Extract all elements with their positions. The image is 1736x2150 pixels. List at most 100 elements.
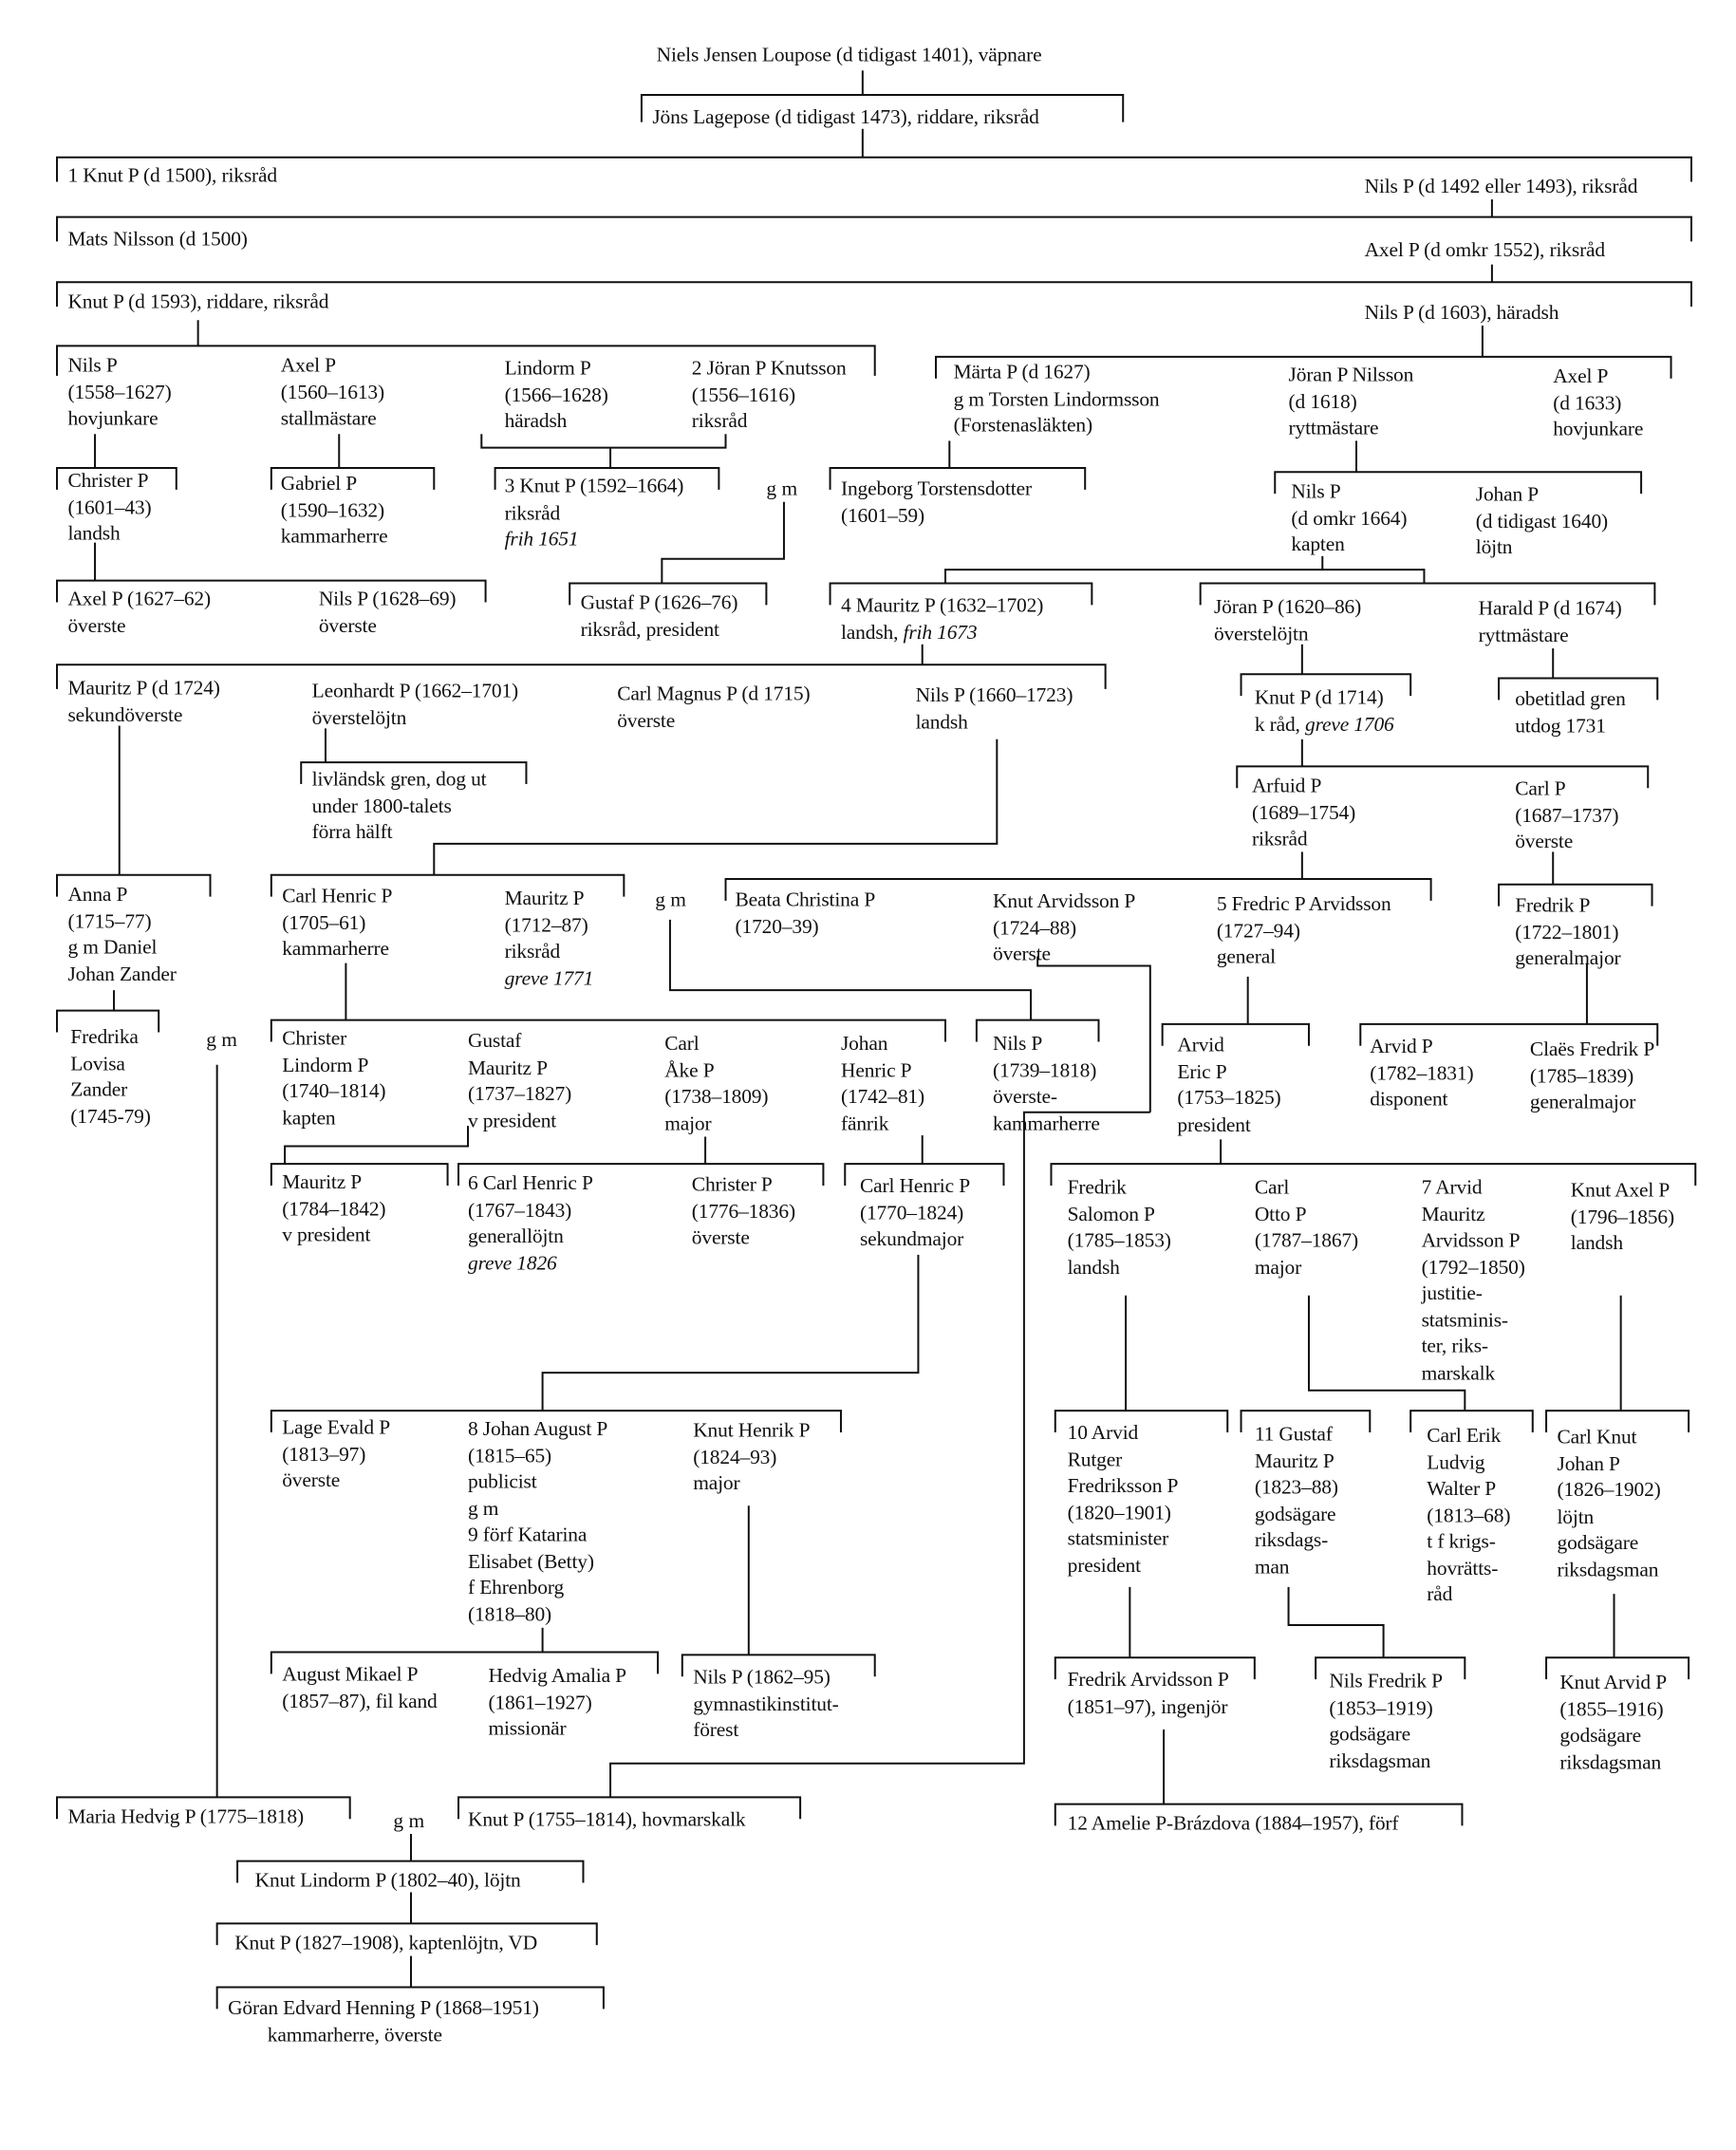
person-entry: Fredrik Arvidsson P (1851–97), ingenjör: [1068, 1669, 1229, 1722]
person-text: Knut P (1827–1908), kaptenlöjtn, VD: [234, 1933, 538, 1955]
person-entry: Nils P (d 1492 eller 1493), riksråd: [1365, 175, 1638, 201]
person-text: Arfuid P (1689–1754) riksråd: [1251, 776, 1356, 851]
descent-line: [944, 555, 1324, 584]
person-text: Anna P (1715–77) g m Daniel Johan Zander: [67, 884, 177, 986]
person-entry: Nils P (1660–1723) landsh: [916, 683, 1073, 737]
sibling-bracket: [1274, 471, 1643, 495]
person-text: Gustaf Mauritz P (1737–1827) v president: [468, 1031, 572, 1132]
sibling-bracket: [681, 1654, 876, 1677]
person-entry: Carl Erik Ludvig Walter P (1813–68) t f …: [1427, 1424, 1510, 1609]
person-text: Fredrik Salomon P (1785–1853) landsh: [1067, 1177, 1171, 1279]
person-text: Leonhardt P (1662–1701) överstelöjtn: [311, 681, 519, 730]
sibling-bracket: [844, 1163, 1005, 1186]
person-text: 1 Knut P (d 1500), riksråd: [67, 165, 278, 188]
person-text: Carl Åke P (1738–1809) major: [664, 1033, 769, 1135]
person-text: Nils P (d omkr 1664) kapten: [1291, 481, 1408, 556]
person-entry: Nils P (d 1603), häradsh: [1365, 301, 1559, 327]
sibling-bracket: [640, 94, 1125, 122]
title-note: greve 1706: [1304, 714, 1394, 737]
sibling-bracket: [1054, 1410, 1229, 1433]
person-text: Nils Fredrik P (1853–1919) godsägare rik…: [1329, 1671, 1443, 1772]
sibling-bracket: [56, 281, 1692, 307]
sibling-bracket: [724, 877, 1432, 901]
descent-line: [668, 919, 1033, 1020]
person-entry: Leonhardt P (1662–1701) överstelöjtn: [311, 680, 519, 733]
person-text: Carl Knut Johan P (1826–1902) löjtn gods…: [1557, 1427, 1661, 1581]
person-text: 5 Fredric P Arvidsson (1727–94) general: [1216, 893, 1391, 969]
person-entry: Jöran P Nilsson (d 1618) ryttmästare: [1289, 364, 1414, 443]
person-text: Gabriel P (1590–1632) kammarherre: [280, 473, 388, 549]
person-entry: Knut P (1827–1908), kaptenlöjtn, VD: [234, 1932, 537, 1958]
person-text: Nils P (1739–1818) överste- kammarherre: [993, 1033, 1100, 1135]
person-entry: 6 Carl Henric P (1767–1843) generallöjtn…: [468, 1172, 593, 1278]
sibling-bracket: [1409, 1410, 1534, 1433]
person-text: Nils P (d 1603), häradsh: [1364, 302, 1559, 325]
sibling-bracket: [1545, 1656, 1690, 1680]
title-note: greve 1771: [504, 967, 594, 990]
person-entry: Axel P (d omkr 1552), riksråd: [1365, 239, 1606, 266]
person-entry: Jöran P (1620–86) överstelöjtn: [1214, 595, 1361, 648]
person-entry: Axel P (1627–62) överste: [67, 588, 211, 641]
person-text: Arvid Eric P (1753–1825) president: [1177, 1035, 1281, 1136]
sibling-bracket: [1199, 582, 1656, 606]
sibling-bracket: [270, 873, 625, 897]
person-entry: Carl Åke P (1738–1809) major: [664, 1032, 768, 1137]
sibling-bracket: [1498, 883, 1653, 907]
person-entry: 11 Gustaf Mauritz P (1823–88) godsägare …: [1255, 1423, 1338, 1581]
person-text: Axel P (1560–1613) stallmästare: [280, 355, 384, 430]
person-entry: Ingeborg Torstensdotter (1601–59): [841, 477, 1032, 531]
person-entry: Fredrik P (1722–1801) generalmajor: [1515, 894, 1621, 974]
person-text: Lindorm P (1566–1628) häradsh: [504, 358, 608, 433]
person-text: Fredrik P (1722–1801) generalmajor: [1515, 895, 1621, 970]
sibling-bracket: [270, 1410, 842, 1433]
person-text: 10 Arvid Rutger Fredriksson P (1820–1901…: [1067, 1423, 1179, 1578]
person-text: Knut Lindorm P (1802–40), löjtn: [254, 1870, 521, 1893]
person-entry: 3 Knut P (1592–1664) riksråd frih 1651: [505, 475, 684, 554]
person-entry: 4 Mauritz P (1632–1702) landsh, frih 167…: [841, 594, 1043, 647]
person-entry: 8 Johan August P (1815–65) publicist g m…: [468, 1417, 607, 1629]
person-text: Axel P (d 1633) hovjunkare: [1553, 365, 1644, 441]
marriage-label: g m: [206, 1029, 237, 1052]
person-text: obetitlad gren utdog 1731: [1515, 688, 1626, 738]
sibling-bracket: [1054, 1803, 1464, 1826]
person-entry: Lindorm P (1566–1628) häradsh: [505, 357, 608, 437]
sibling-bracket: [935, 355, 1672, 379]
sibling-bracket: [1545, 1410, 1690, 1433]
person-entry: Gustaf Mauritz P (1737–1827) v president: [468, 1030, 571, 1135]
person-text: Knut Axel P (1796–1856) landsh: [1570, 1180, 1674, 1255]
person-text: Ingeborg Torstensdotter (1601–59): [840, 478, 1032, 528]
person-text: Nils P (1862–95) gymnastikinstitut- före…: [693, 1667, 839, 1742]
person-text: Claës Fredrik P (1785–1839) generalmajor: [1529, 1038, 1655, 1114]
person-entry: Mauritz P (d 1724) sekundöverste: [67, 677, 220, 730]
person-text: Lage Evald P (1813–97) överste: [282, 1417, 390, 1492]
descent-line: [1287, 1586, 1385, 1658]
sibling-bracket: [56, 1009, 160, 1033]
descent-line: [1036, 956, 1151, 1112]
person-entry: Knut Arvidsson P (1724–88) överste: [993, 889, 1135, 969]
person-text: Carl Henric P (1705–61) kammarherre: [282, 886, 393, 961]
person-entry: Anna P (1715–77) g m Daniel Johan Zander: [67, 883, 177, 988]
person-text: Knut Henrik P (1824–93) major: [693, 1420, 811, 1495]
person-text: 7 Arvid Mauritz Arvidsson P (1792–1850) …: [1421, 1177, 1525, 1385]
person-text: Axel P (1627–62) överste: [67, 589, 211, 637]
person-entry: livländsk gren, dog ut under 1800-talets…: [312, 768, 487, 848]
person-entry: Knut P (d 1593), riddare, riksråd: [67, 290, 328, 317]
person-text: Märta P (d 1627) g m Torsten Lindormsson…: [953, 362, 1160, 438]
person-entry: Märta P (d 1627) g m Torsten Lindormsson…: [954, 361, 1160, 440]
sibling-bracket: [215, 1986, 605, 2010]
sibling-bracket: [270, 1651, 660, 1674]
person-text: August Mikael P (1857–87), fil kand: [282, 1664, 438, 1713]
person-text: Knut Arvidsson P (1724–88) överste: [993, 890, 1136, 966]
sibling-bracket: [56, 345, 876, 376]
person-text: Maria Hedvig P (1775–1818): [67, 1806, 304, 1829]
person-entry: obetitlad gren utdog 1731: [1515, 688, 1626, 741]
person-text: Knut P (d 1714) k råd,: [1254, 687, 1384, 737]
person-entry: Johan Henric P (1742–81) fänrik: [841, 1032, 924, 1137]
person-entry: 2 Jöran P Knutsson (1556–1616) riksråd: [692, 357, 847, 437]
sibling-bracket: [270, 1019, 947, 1042]
person-entry: 1 Knut P (d 1500), riksråd: [67, 164, 277, 191]
person-text: Johan P (d tidigast 1640) löjtn: [1475, 484, 1609, 559]
person-text: Knut Arvid P (1855–1916) godsägare riksd…: [1559, 1672, 1667, 1774]
person-entry: Carl Henric P (1705–61) kammarherre: [282, 885, 392, 964]
